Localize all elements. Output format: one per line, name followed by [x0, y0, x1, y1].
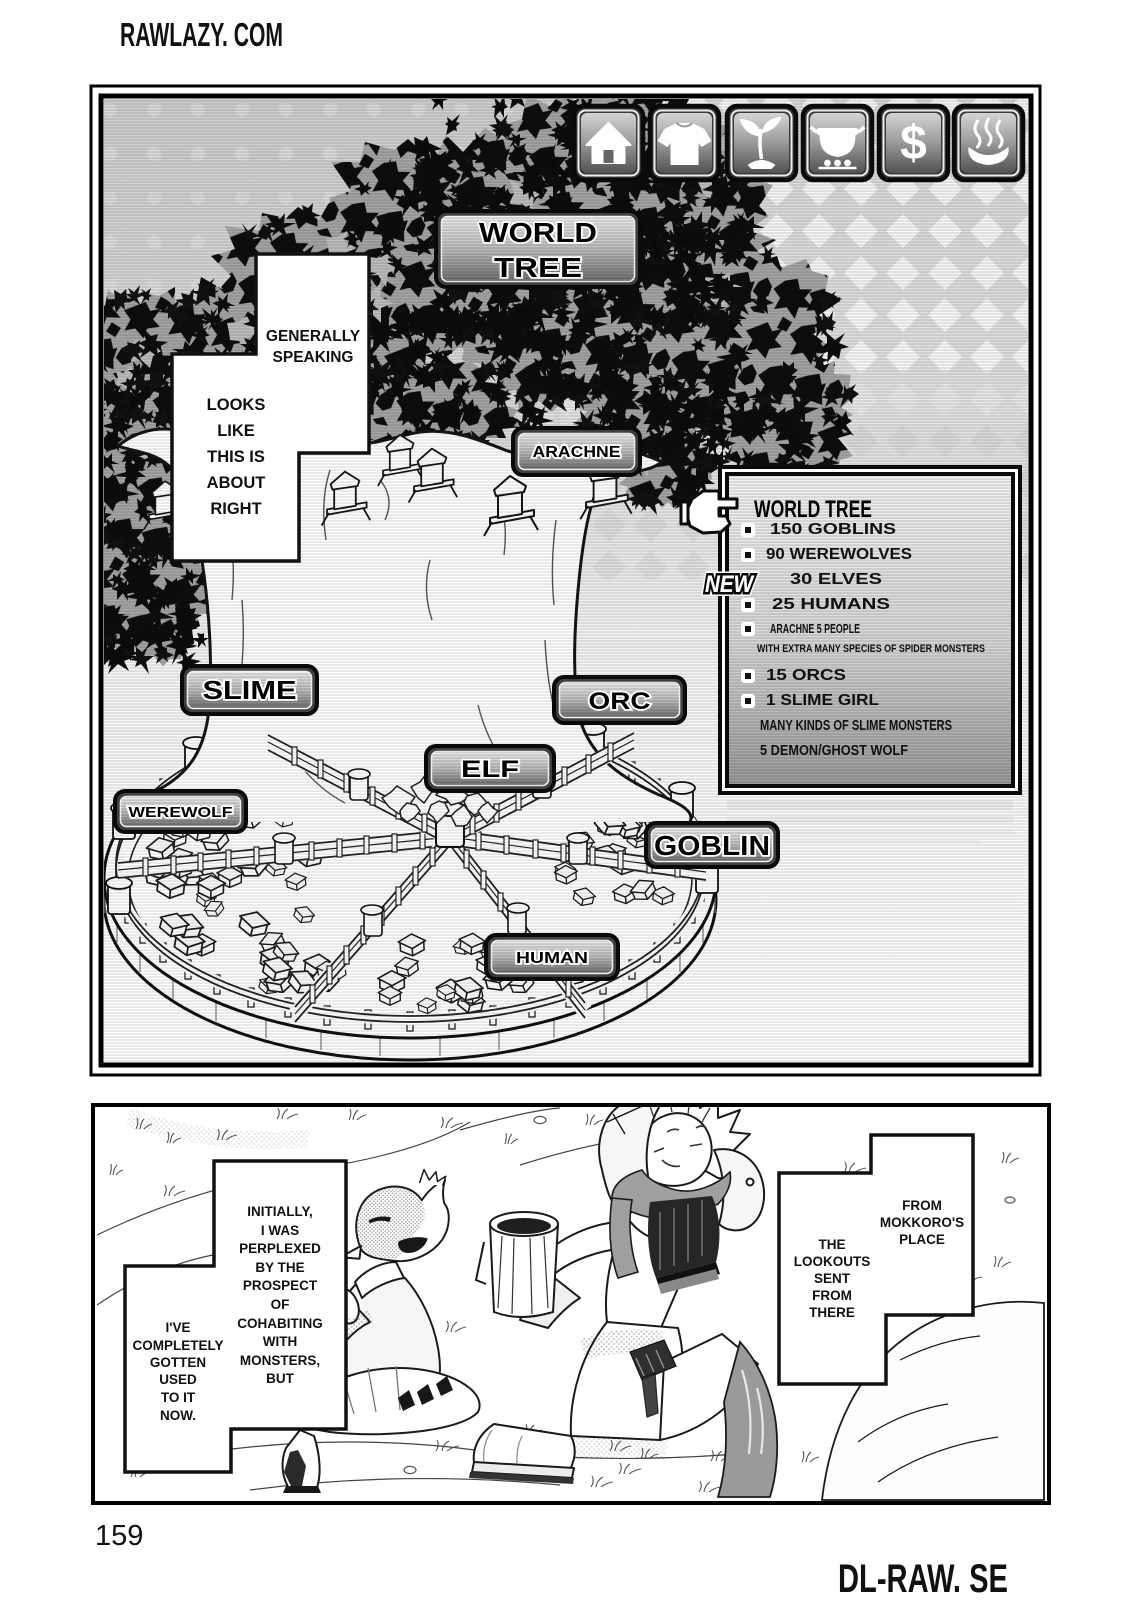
svg-text:TREE: TREE	[494, 252, 582, 283]
svg-text:PLACE: PLACE	[899, 1232, 945, 1247]
svg-text:COMPLETELY: COMPLETELY	[132, 1338, 223, 1353]
svg-text:BUT: BUT	[266, 1371, 294, 1386]
svg-text:NEW: NEW	[705, 571, 755, 598]
svg-text:LIKE: LIKE	[217, 422, 255, 440]
svg-text:159: 159	[95, 1520, 143, 1552]
svg-text:WITH EXTRA MANY SPECIES OF SPI: WITH EXTRA MANY SPECIES OF SPIDER MONSTE…	[757, 643, 985, 655]
svg-text:TO IT: TO IT	[161, 1390, 196, 1405]
svg-text:MANY KINDS OF SLIME MONSTERS: MANY KINDS OF SLIME MONSTERS	[760, 718, 952, 734]
svg-text:5 DEMON/GHOST WOLF: 5 DEMON/GHOST WOLF	[760, 743, 908, 759]
svg-text:THE: THE	[819, 1237, 846, 1252]
svg-text:HUMAN: HUMAN	[516, 950, 588, 967]
svg-text:PROSPECT: PROSPECT	[243, 1278, 318, 1293]
svg-text:LOOKOUTS: LOOKOUTS	[794, 1254, 871, 1269]
svg-text:SPEAKING: SPEAKING	[273, 349, 354, 366]
svg-text:OF: OF	[271, 1297, 290, 1312]
svg-text:WITH: WITH	[263, 1334, 298, 1349]
svg-text:DL-RAW. SE: DL-RAW. SE	[838, 1557, 1008, 1600]
svg-text:WEREWOLF: WEREWOLF	[129, 804, 233, 821]
svg-text:ELF: ELF	[461, 756, 519, 783]
svg-text:ARACHNE: ARACHNE	[533, 444, 621, 461]
svg-text:INITIALLY,: INITIALLY,	[247, 1204, 313, 1219]
svg-text:PERPLEXED: PERPLEXED	[239, 1241, 321, 1256]
svg-text:GOTTEN: GOTTEN	[150, 1355, 206, 1370]
svg-text:GENERALLY: GENERALLY	[266, 328, 361, 345]
svg-text:FROM: FROM	[902, 1198, 942, 1213]
svg-text:ARACHNE 5 PEOPLE: ARACHNE 5 PEOPLE	[770, 622, 860, 636]
svg-text:90 WEREWOLVES: 90 WEREWOLVES	[766, 546, 912, 563]
svg-text:WORLD: WORLD	[479, 217, 597, 248]
svg-text:BY THE: BY THE	[255, 1260, 304, 1275]
svg-text:MONSTERS,: MONSTERS,	[240, 1353, 320, 1368]
svg-text:25 HUMANS: 25 HUMANS	[772, 596, 890, 613]
svg-text:SLIME: SLIME	[203, 675, 297, 705]
svg-text:NOW.: NOW.	[160, 1408, 196, 1423]
svg-text:COHABITING: COHABITING	[237, 1316, 323, 1331]
svg-text:NEW: NEW	[705, 571, 755, 598]
svg-text:FROM: FROM	[812, 1288, 852, 1303]
svg-text:NEW: NEW	[705, 571, 755, 598]
svg-text:150 GOBLINS: 150 GOBLINS	[770, 521, 896, 538]
svg-text:15 ORCS: 15 ORCS	[766, 667, 846, 684]
svg-text:LOOKS: LOOKS	[207, 396, 266, 414]
svg-text:THIS IS: THIS IS	[207, 448, 265, 466]
svg-text:I'VE: I'VE	[166, 1320, 191, 1335]
svg-text:RIGHT: RIGHT	[210, 500, 261, 518]
svg-text:RAWLAZY. COM: RAWLAZY. COM	[120, 16, 283, 53]
svg-text:ORC: ORC	[589, 688, 651, 715]
svg-text:USED: USED	[159, 1372, 197, 1387]
svg-text:1 SLIME GIRL: 1 SLIME GIRL	[766, 692, 879, 709]
svg-text:30 ELVES: 30 ELVES	[790, 571, 882, 588]
svg-text:I WAS: I WAS	[261, 1223, 299, 1238]
svg-text:WORLD TREE: WORLD TREE	[754, 496, 872, 523]
svg-text:GOBLIN: GOBLIN	[654, 830, 770, 861]
svg-text:THERE: THERE	[809, 1305, 855, 1320]
svg-text:$: $	[900, 117, 927, 170]
svg-text:MOKKORO'S: MOKKORO'S	[880, 1215, 964, 1230]
svg-text:ABOUT: ABOUT	[207, 474, 266, 492]
svg-text:SENT: SENT	[814, 1271, 851, 1286]
